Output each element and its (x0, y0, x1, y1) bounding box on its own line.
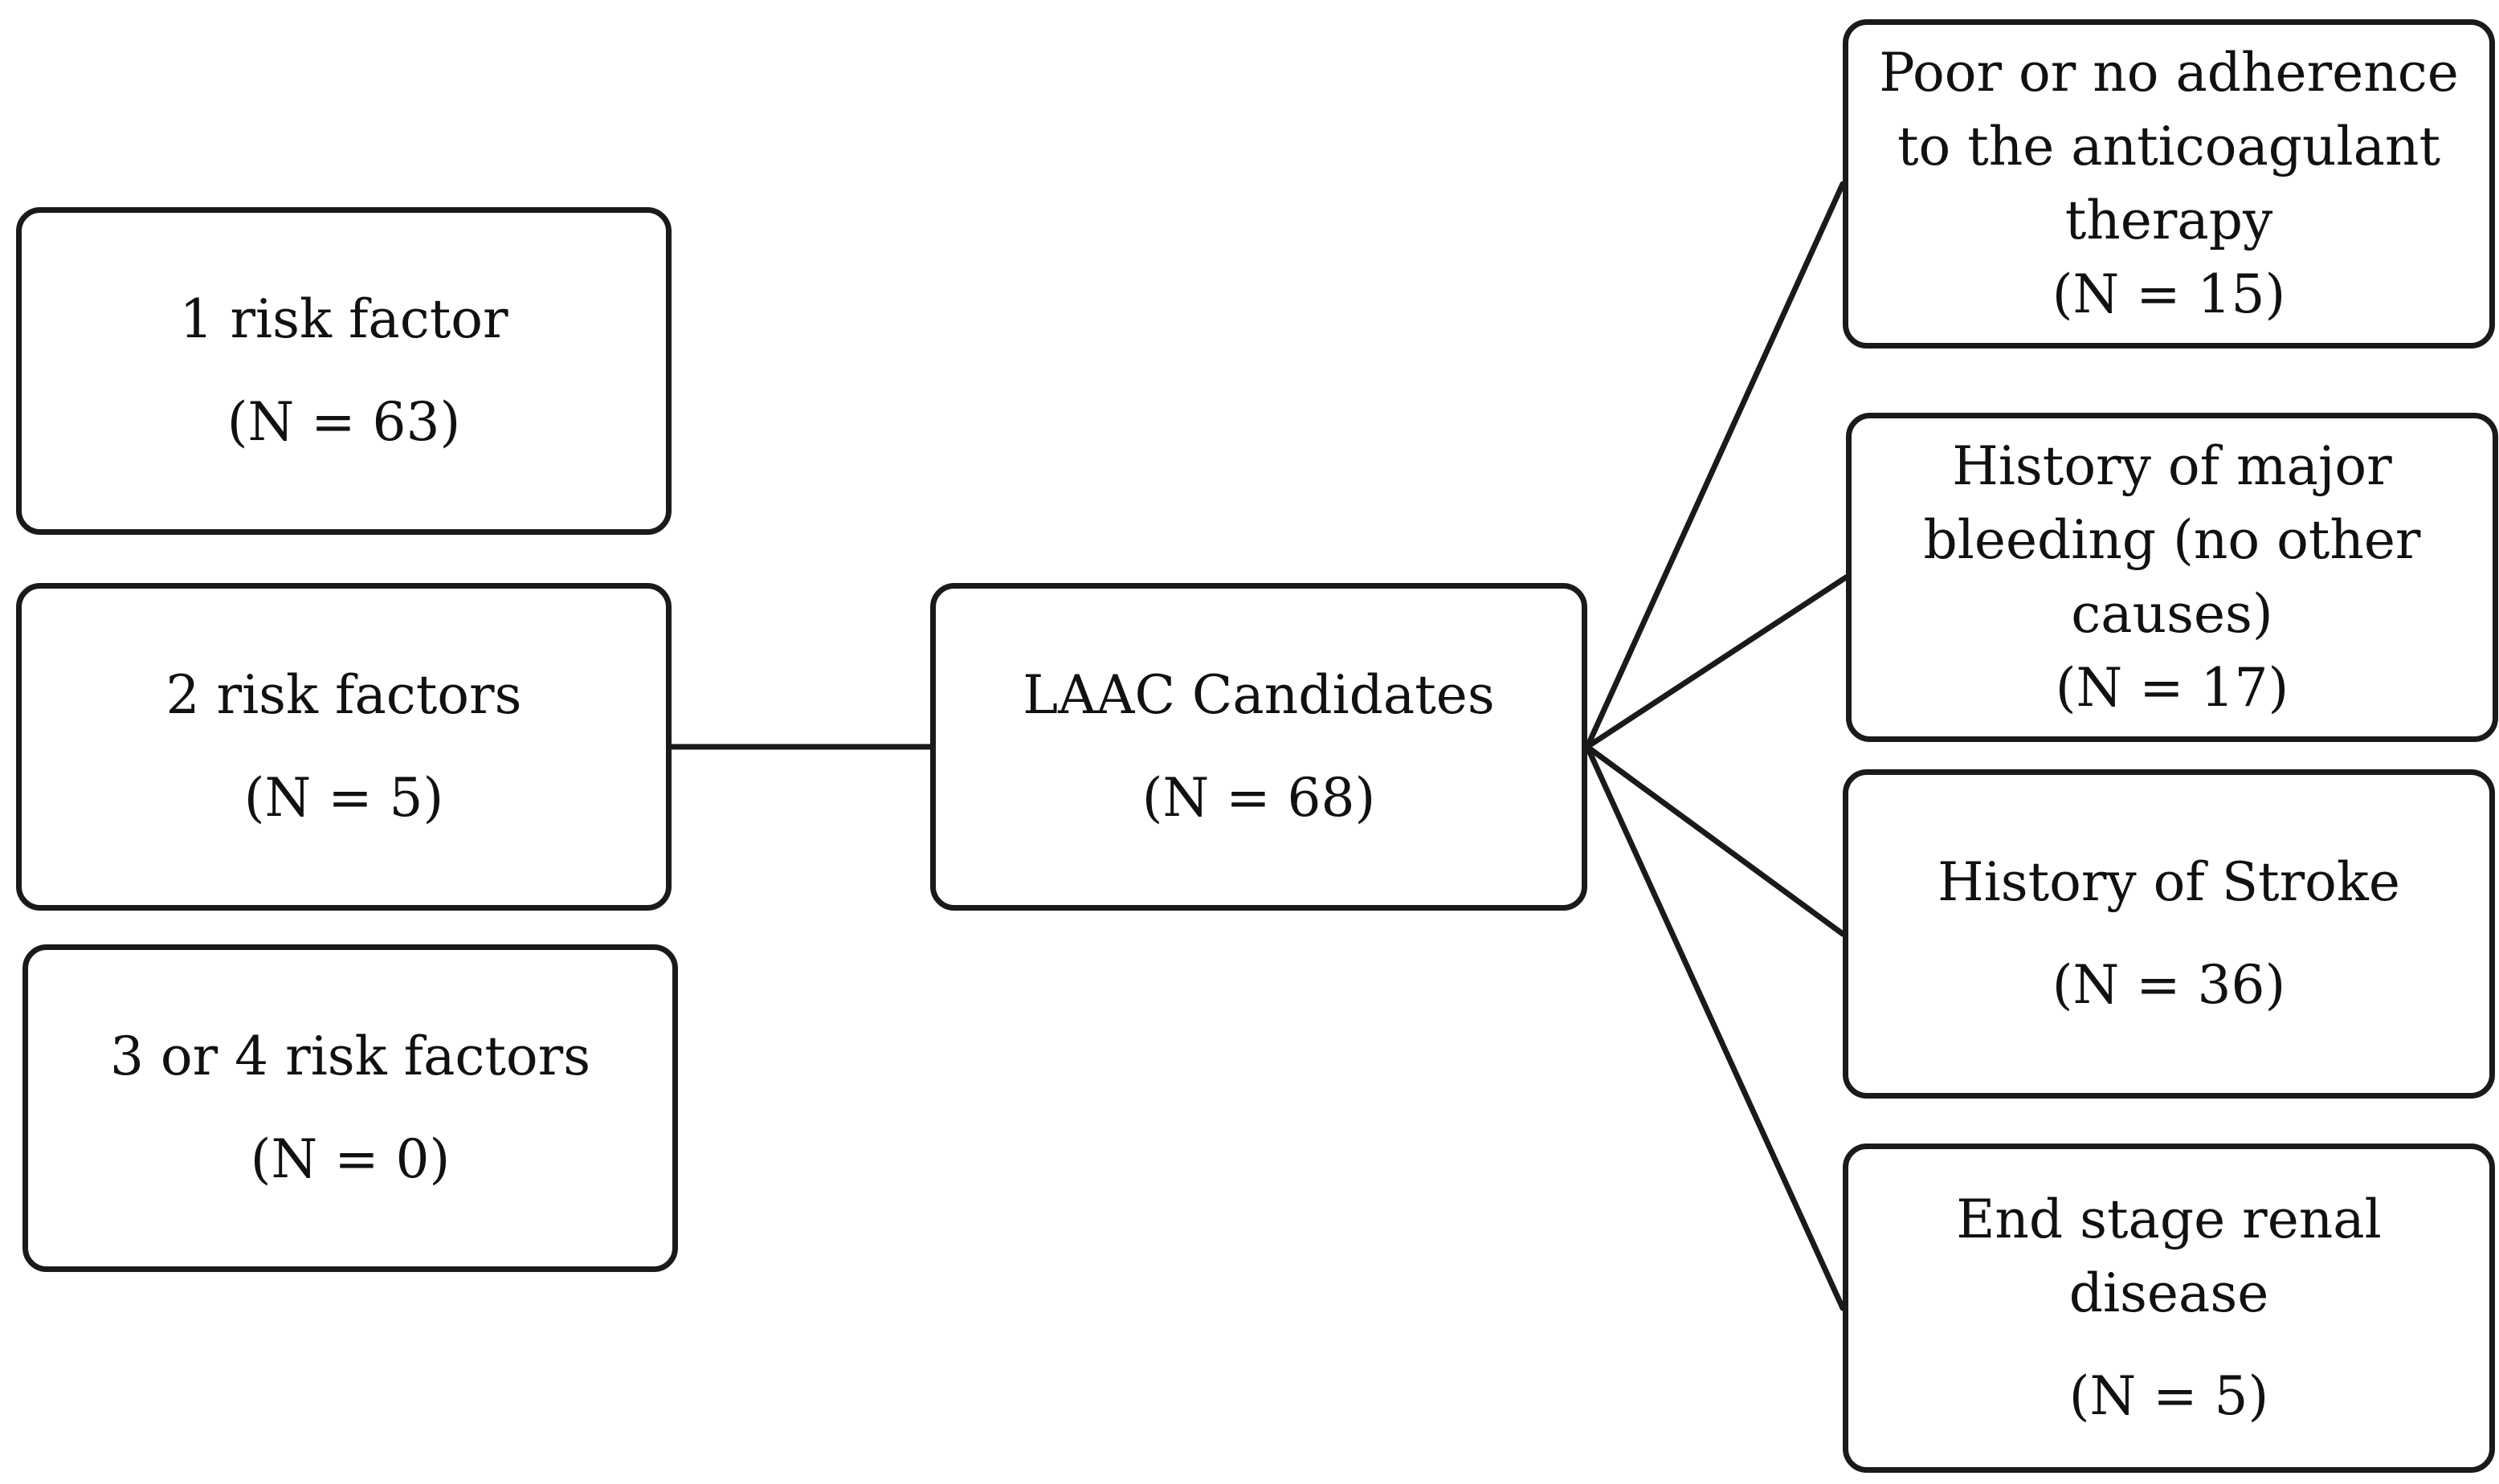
box-count: (N = 15) (2052, 263, 2286, 325)
connector-center-esrd (1584, 744, 1846, 1311)
box-history-of-stroke: History of Stroke (N = 36) (1843, 769, 2495, 1099)
box-end-stage-renal-disease: End stage renal disease (N = 5) (1843, 1144, 2495, 1473)
box-label: 3 or 4 risk factors (109, 1025, 591, 1087)
box-count: (N = 63) (227, 391, 461, 453)
box-three-or-four-risk-factors: 3 or 4 risk factors (N = 0) (22, 944, 678, 1272)
box-count: (N = 5) (2068, 1365, 2269, 1427)
box-label: 2 risk factors (165, 664, 522, 726)
box-laac-candidates: LAAC Candidates (N = 68) (930, 583, 1587, 911)
box-major-bleeding: History of major bleeding (no other caus… (1846, 413, 2498, 742)
box-poor-adherence: Poor or no adherence to the anticoagulan… (1843, 19, 2495, 349)
box-label: History of major bleeding (no other caus… (1923, 435, 2421, 645)
box-label: 1 risk factor (179, 288, 508, 350)
box-one-risk-factor: 1 risk factor (N = 63) (16, 207, 672, 535)
box-label: History of Stroke (1938, 851, 2400, 913)
box-count: (N = 0) (250, 1128, 451, 1190)
box-count: (N = 68) (1141, 767, 1376, 829)
box-label: End stage renal disease (1956, 1188, 2382, 1324)
box-count: (N = 17) (2055, 657, 2289, 719)
box-count: (N = 5) (243, 767, 444, 829)
connector-center-adherence (1584, 181, 1846, 750)
connector-center-bleeding (1584, 574, 1849, 750)
box-label: Poor or no adherence to the anticoagulan… (1879, 42, 2459, 251)
box-label: LAAC Candidates (1023, 664, 1495, 726)
connector-center-stroke (1584, 744, 1846, 937)
box-count: (N = 36) (2052, 954, 2286, 1016)
box-two-risk-factors: 2 risk factors (N = 5) (16, 583, 672, 911)
